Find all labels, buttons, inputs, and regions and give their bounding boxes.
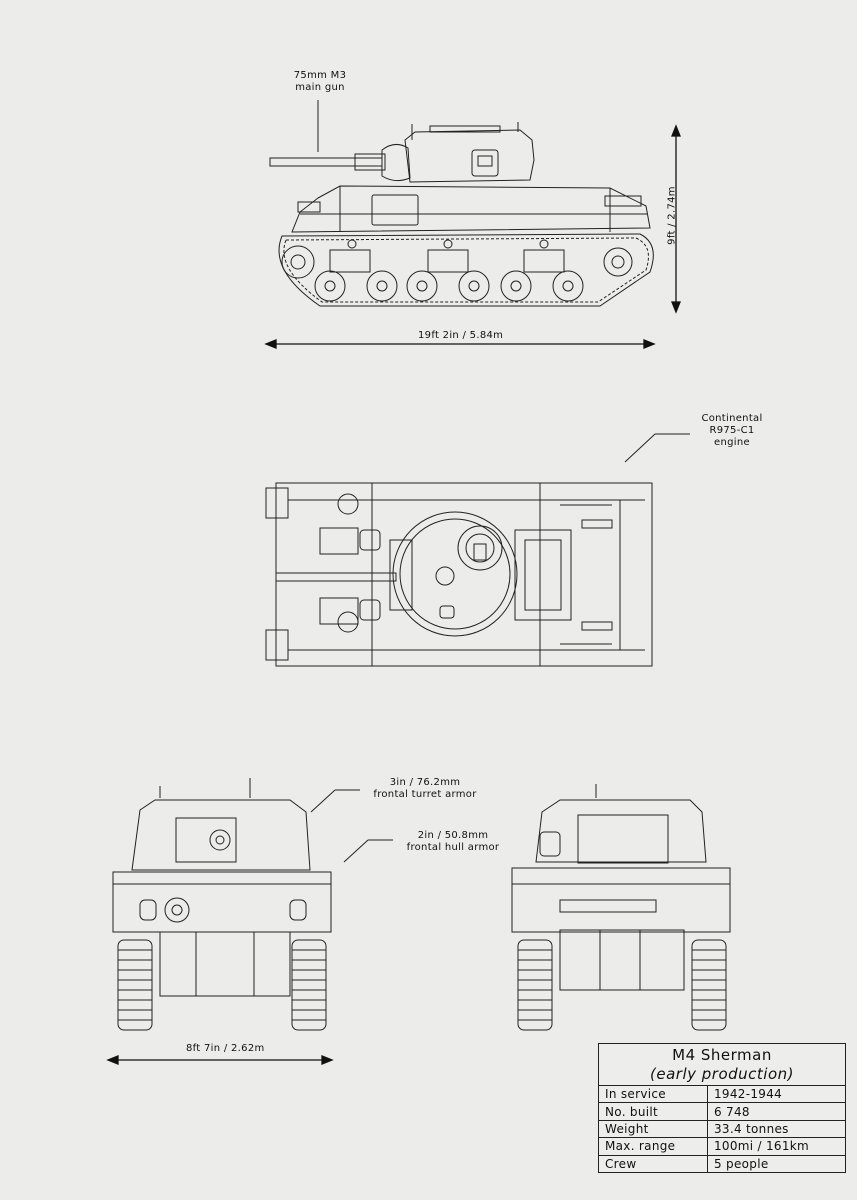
length-dimension: 19ft 2in / 5.84m xyxy=(418,330,504,341)
leader-lines xyxy=(310,100,690,863)
right-track-front xyxy=(291,939,327,1031)
drive-sprocket xyxy=(281,245,315,279)
main-gun-barrel xyxy=(269,157,383,167)
front-turret xyxy=(131,799,311,871)
main-gun-top xyxy=(275,572,397,582)
side-view xyxy=(269,122,654,307)
spec-table: M4 Sherman (early production) In service… xyxy=(598,1043,846,1173)
left-track-front xyxy=(117,939,153,1031)
turret-ring xyxy=(392,511,518,637)
turret-hatch xyxy=(471,149,499,177)
right-track-rear xyxy=(691,939,727,1031)
rear-view xyxy=(511,784,731,1031)
front-view xyxy=(112,778,332,1031)
spec-subtitle: (early production) xyxy=(599,1065,845,1086)
width-dimension: 8ft 7in / 2.62m xyxy=(186,1043,265,1054)
spec-title: M4 Sherman xyxy=(672,1046,772,1064)
dimension-lines xyxy=(106,124,681,1065)
track xyxy=(278,233,654,307)
rear-turret xyxy=(535,799,707,863)
commander-cupola xyxy=(457,525,503,571)
road-wheels xyxy=(314,270,584,302)
front-gun-muzzle xyxy=(209,829,231,851)
left-track-rear xyxy=(517,939,553,1031)
turret xyxy=(404,129,535,183)
side-hatch xyxy=(371,194,419,226)
top-view xyxy=(265,482,653,667)
height-dimension: 9ft / 2.74m xyxy=(666,186,678,245)
front-hull xyxy=(112,871,332,933)
idler-wheel xyxy=(603,247,633,277)
hull xyxy=(291,185,651,233)
hull-top-outline xyxy=(275,482,653,667)
engine-deck xyxy=(514,529,572,621)
rear-hull xyxy=(511,867,731,933)
